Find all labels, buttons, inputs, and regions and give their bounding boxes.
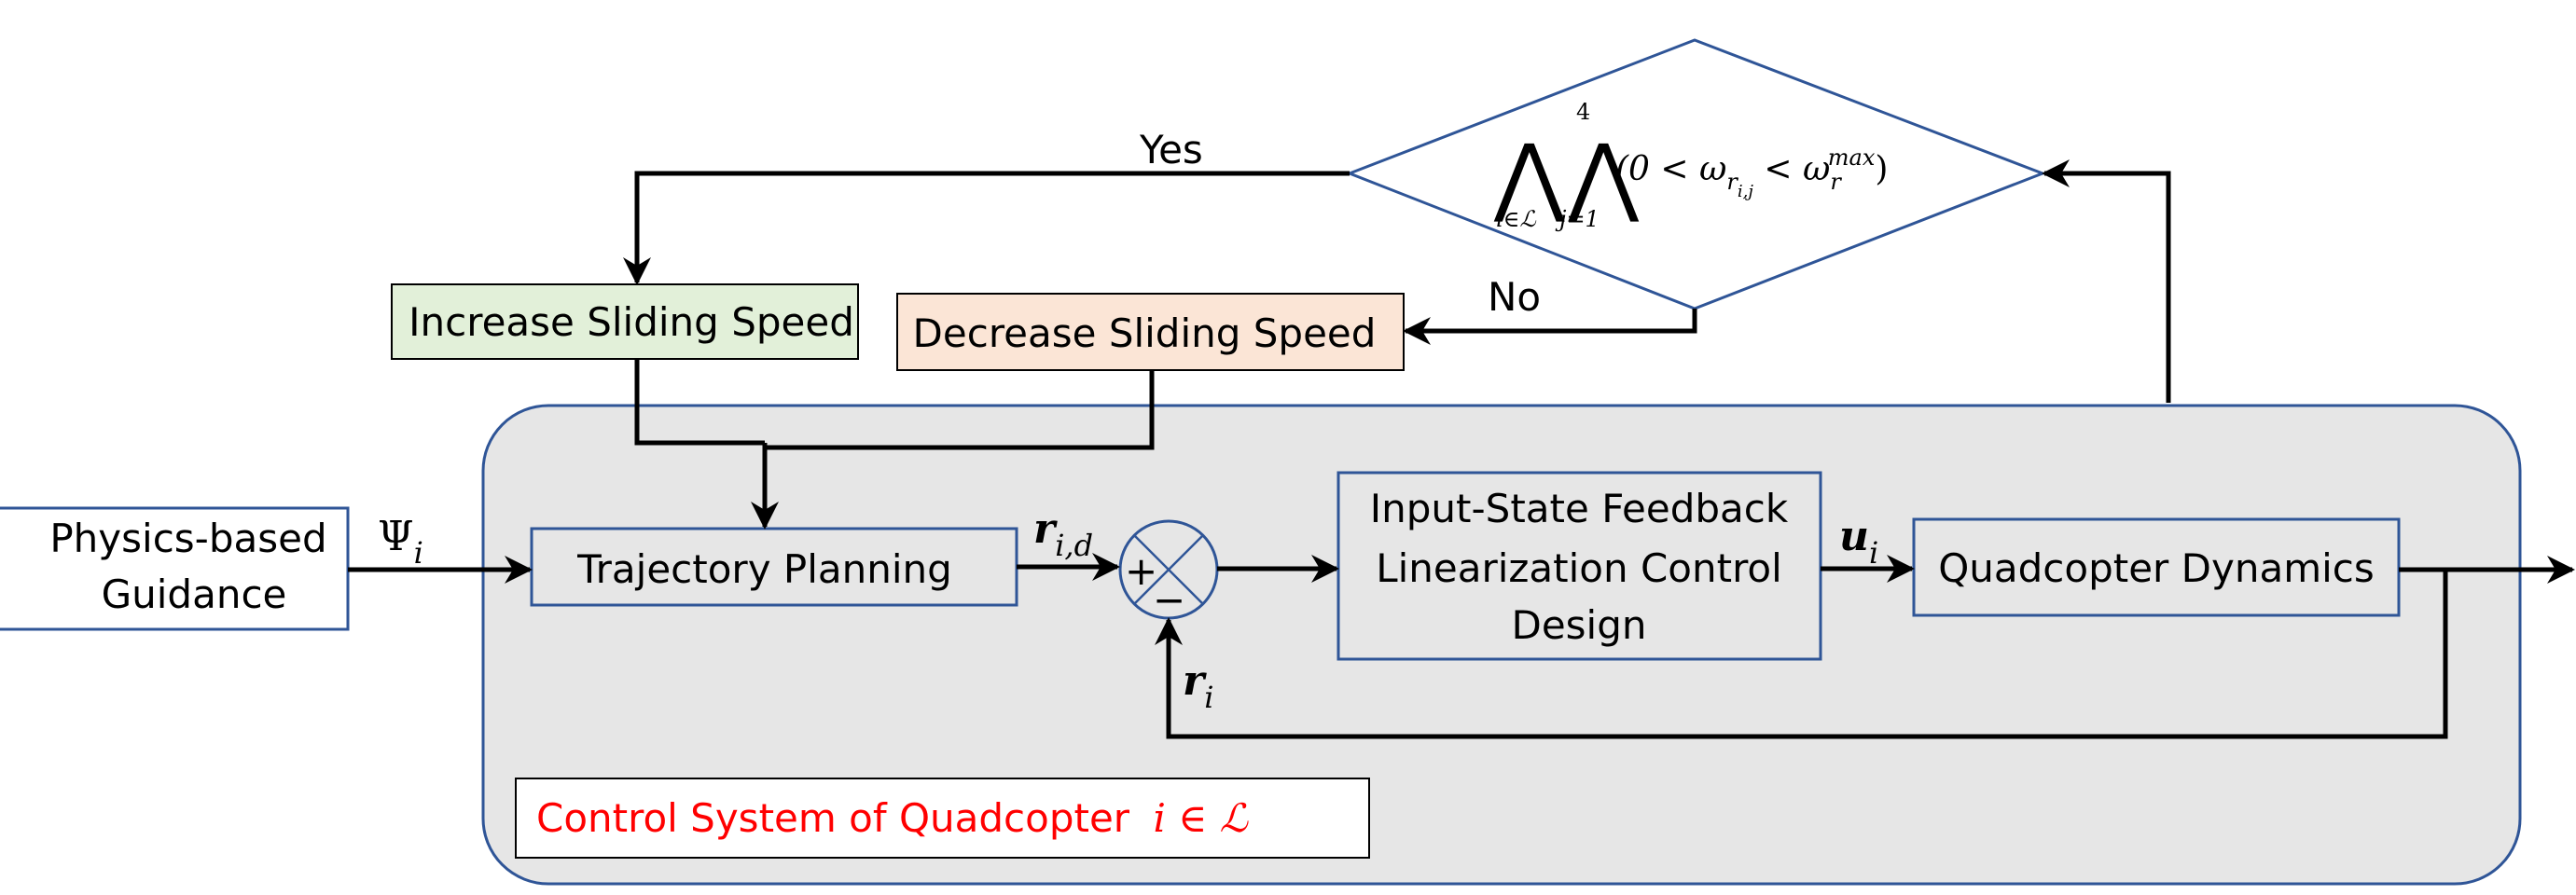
r-id-sub: i,d [1055, 528, 1093, 563]
junction-plus: + [1125, 548, 1157, 594]
increase-to-merge [634, 360, 765, 446]
r-i-signal: ri [1183, 657, 1213, 715]
dynamics-block [1912, 517, 2401, 617]
decision-sub-i: i∈ℒ [1496, 206, 1536, 232]
guidance-label-line1: Physics-based [49, 516, 326, 561]
decrease-speed-label: Decrease Sliding Speed [913, 310, 1377, 356]
decision-big-operators: ⋀⋀ [1493, 126, 1642, 226]
decrease-to-merge [765, 370, 1155, 450]
r-i-symbol: r [1183, 657, 1207, 705]
control-design-line1: Input-State Feedback [1370, 486, 1789, 531]
control-design-block [1336, 471, 1822, 661]
guidance-label-line2: Guidance [102, 571, 287, 617]
system-caption: Control System of Quadcopter i ∈ ℒ [536, 795, 1249, 841]
decision-condition: (0 < ωri,j < ωrmax) [1615, 145, 1888, 201]
decision-sup-j: 4 [1576, 99, 1590, 125]
dynamics-label: Quadcopter Dynamics [1938, 545, 2375, 591]
decision-cond-sub: r [1726, 169, 1738, 195]
r-id-signal: ri,d [1033, 505, 1093, 563]
decision-sub-j: j=1 [1555, 206, 1600, 232]
no-label: No [1488, 274, 1541, 320]
increase-speed-label: Increase Sliding Speed [409, 299, 854, 345]
increase-speed-block [391, 283, 859, 360]
u-i-sub: i [1869, 535, 1878, 571]
feedback-to-decision [2042, 159, 2171, 403]
feedback-loop [1155, 570, 2448, 739]
yes-arrow [623, 171, 1350, 285]
connections [348, 159, 2575, 739]
system-caption-box [515, 778, 1370, 859]
trajectory-block [530, 527, 1018, 607]
guidance-block [0, 506, 350, 631]
psi-sub: i [414, 535, 423, 571]
decision-cond-left: (0 < ω [1615, 150, 1726, 188]
u-i-symbol: u [1839, 513, 1869, 560]
decision-cond-subsub: i,j [1738, 182, 1753, 201]
junction-minus: − [1153, 577, 1185, 623]
psi-symbol: Ψ [378, 513, 414, 560]
decision-cond-right: ) [1875, 150, 1888, 188]
trajectory-label: Trajectory Planning [576, 546, 952, 592]
decision-cond-sup2: max [1828, 145, 1876, 171]
no-arrow [1403, 309, 1697, 345]
control-design-line2: Linearization Control [1376, 545, 1782, 591]
system-caption-math: i ∈ ℒ [1153, 795, 1248, 841]
decrease-speed-block [896, 293, 1405, 371]
r-id-symbol: r [1033, 505, 1058, 553]
system-caption-text: Control System of Quadcopter [536, 795, 1130, 841]
decision-cond-sub2: r [1830, 169, 1842, 195]
decision-cond-mid: < ω [1753, 150, 1830, 188]
r-i-sub: i [1204, 680, 1213, 715]
u-i-signal: ui [1839, 513, 1878, 571]
control-design-line3: Design [1511, 602, 1646, 648]
yes-label: Yes [1139, 127, 1203, 172]
psi-signal: Ψi [378, 513, 423, 571]
